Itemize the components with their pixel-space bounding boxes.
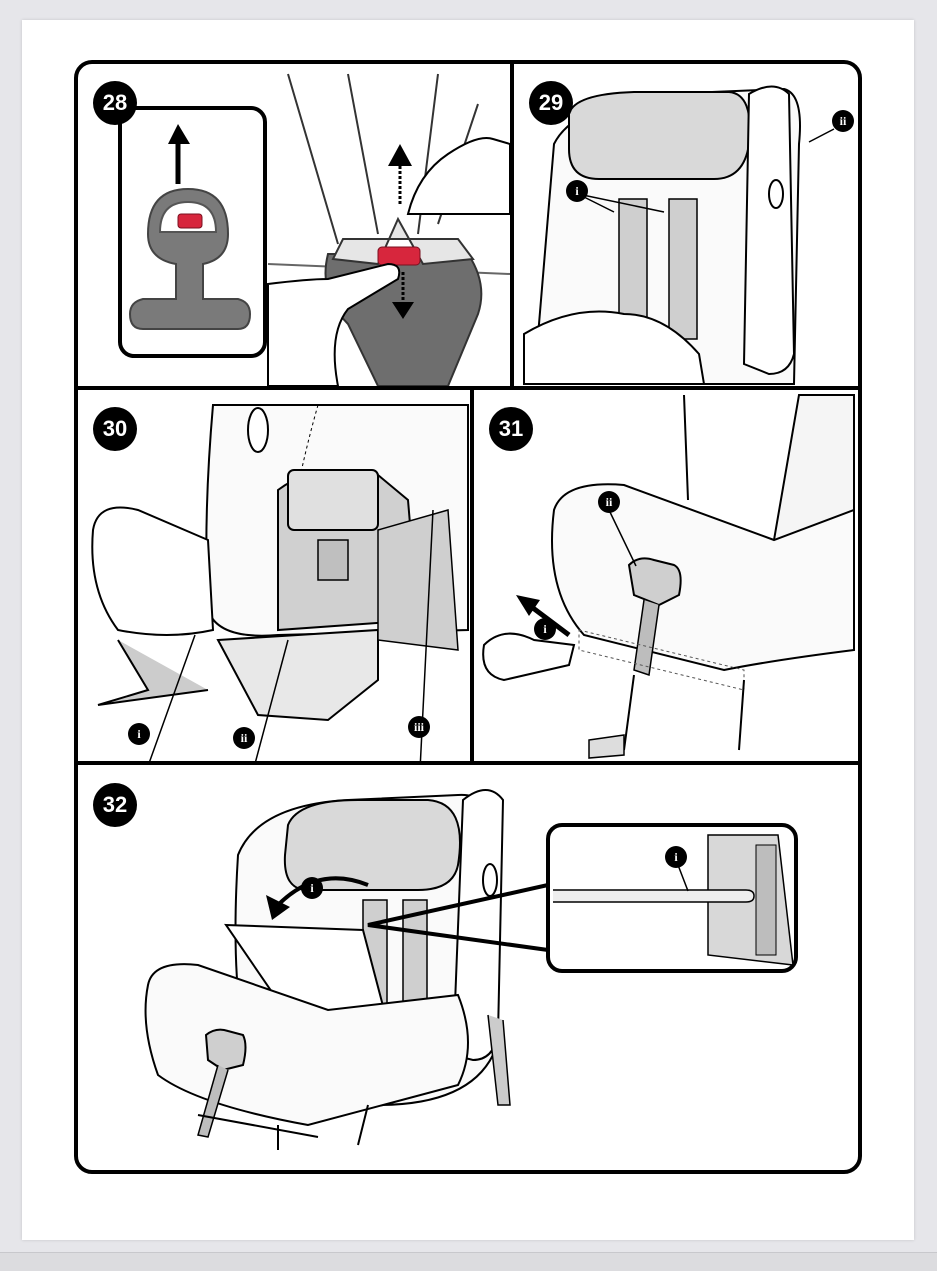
step-31-panel: 31 i ii [474,390,858,761]
step-28-badge: 28 [93,81,137,125]
step-32-marker-i-seat: i [301,877,323,899]
step-29-illustration [523,85,835,385]
divider-row1 [78,386,858,390]
step-29-panel: 29 i ii [514,64,858,386]
step-32-panel: 32 i i [78,765,858,1170]
step-30-marker-ii: ii [233,727,255,749]
divider-col-mid [470,390,474,761]
step-28-illustration [118,73,510,386]
step-30-illustration [91,404,469,761]
divider-col-top [510,64,514,386]
instruction-frame: 28 29 i ii [74,60,862,1174]
step-28-panel: 28 [78,64,510,386]
step-31-badge: 31 [489,407,533,451]
step-31-marker-i: i [534,618,556,640]
step-30-badge: 30 [93,407,137,451]
step-31-marker-ii: ii [598,491,620,513]
viewer-bottom-bar [0,1252,937,1271]
step-29-marker-ii: ii [832,110,854,132]
step-30-marker-i: i [128,723,150,745]
step-30-panel: 30 i ii iii [78,390,470,761]
step-31-illustration [482,394,855,759]
step-29-badge: 29 [529,81,573,125]
step-29-marker-i: i [566,180,588,202]
step-32-badge: 32 [93,783,137,827]
step-30-marker-iii: iii [408,716,430,738]
step-32-marker-i-callout: i [665,846,687,868]
divider-row2 [78,761,858,765]
step-32-illustration [144,789,798,1150]
